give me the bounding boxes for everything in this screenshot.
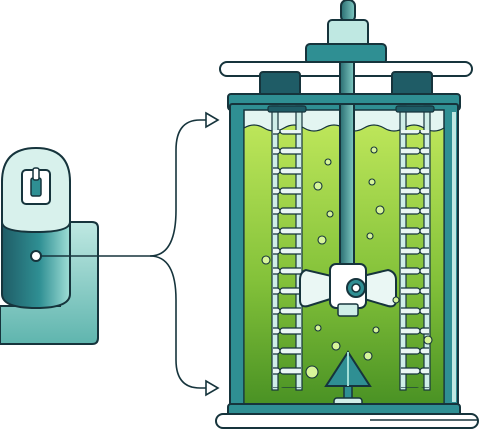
signal-splitter <box>41 111 220 397</box>
bubble <box>331 341 341 351</box>
bubble <box>375 205 385 215</box>
bubble <box>363 351 373 361</box>
vessel-highlight <box>452 112 456 402</box>
signal-line-upper <box>149 119 208 257</box>
agitator <box>299 103 397 317</box>
bottom-plate <box>215 413 479 429</box>
motor-bracket <box>0 221 99 345</box>
bubble <box>261 255 271 265</box>
bubble <box>366 232 374 240</box>
bubble <box>314 324 322 332</box>
bubble <box>372 326 380 334</box>
baffle-ladder-right <box>395 105 435 391</box>
agitator-shaft <box>339 103 355 275</box>
bubbles <box>261 146 433 379</box>
sparger <box>324 350 372 407</box>
bubble <box>324 158 332 166</box>
bottom-assembly <box>215 403 479 429</box>
motor-unit <box>0 146 99 345</box>
drive-tip <box>340 0 356 23</box>
bubble <box>305 365 319 379</box>
motor-port <box>30 250 42 262</box>
bubble <box>326 210 334 218</box>
bubble <box>370 146 378 154</box>
bubble <box>368 178 376 186</box>
bubble <box>392 296 400 304</box>
baffle-ladder-left <box>267 105 307 391</box>
impeller <box>299 263 397 317</box>
top-assembly <box>219 0 473 111</box>
bubble <box>317 235 327 245</box>
arrow-head-upper <box>205 111 220 129</box>
bubble <box>423 335 433 345</box>
arrow-head-lower <box>205 379 220 397</box>
bubble <box>313 181 323 191</box>
signal-line-lower <box>149 255 208 389</box>
